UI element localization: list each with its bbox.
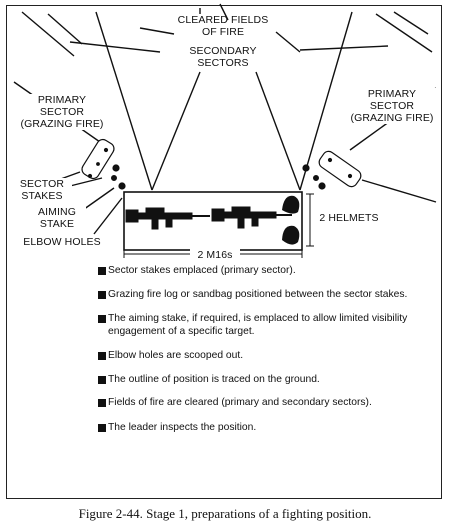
steps-list: Sector stakes emplaced (primary sector).… <box>98 265 428 434</box>
helmet-top <box>282 195 300 214</box>
step-text: The aiming stake, if required, is emplac… <box>108 313 408 337</box>
cleared-field-line <box>21 11 75 57</box>
step-item: Sector stakes emplaced (primary sector). <box>98 265 428 278</box>
helmet-bottom <box>282 225 300 245</box>
bullet-square-icon <box>98 352 106 360</box>
right-secondary-sector-line <box>255 71 301 191</box>
left-sector-boundary-line <box>95 11 153 191</box>
m16-rifle-right <box>211 206 292 229</box>
label-sector-stakes: SECTOR STAKES <box>12 178 72 202</box>
cleared-field-line <box>299 45 389 51</box>
label-cleared-fields-of-fire: CLEARED FIELDS OF FIRE <box>177 14 269 38</box>
m16-rifle-left <box>125 207 210 230</box>
bullet-square-icon <box>98 423 106 432</box>
right-primary-sector-line-lower <box>361 179 437 203</box>
step-text: Grazing fire log or sandbag positioned b… <box>108 288 408 300</box>
label-aiming-stake: AIMING STAKE <box>28 206 86 230</box>
figure-caption: Figure 2-44. Stage 1, preparations of a … <box>78 506 372 521</box>
step-item: The outline of position is traced on the… <box>98 374 428 387</box>
cleared-field-line <box>375 13 433 53</box>
bullet-square-icon <box>98 267 106 275</box>
figure-frame <box>6 5 442 499</box>
bullet-square-icon <box>98 315 106 323</box>
elbow-holes-leader-line <box>93 197 123 235</box>
step-item: The leader inspects the position. <box>98 422 428 435</box>
step-text: Fields of fire are cleared (primary and … <box>108 397 372 408</box>
bullet-square-icon <box>98 375 106 384</box>
cleared-field-line <box>69 41 161 53</box>
cleared-field-line <box>139 27 175 35</box>
step-item: Grazing fire log or sandbag positioned b… <box>98 289 428 302</box>
right-grazing-fire-log <box>302 150 362 190</box>
label-primary-sector-right: PRIMARY SECTOR (GRAZING FIRE) <box>344 88 440 124</box>
step-item: Elbow holes are scooped out. <box>98 350 428 363</box>
step-text: Sector stakes emplaced (primary sector). <box>108 265 296 276</box>
cleared-field-line <box>393 11 429 35</box>
left-grazing-fire-log <box>81 138 126 190</box>
sector-stakes-leader-line <box>69 177 103 187</box>
label-primary-sector-left: PRIMARY SECTOR (GRAZING FIRE) <box>14 94 110 130</box>
cleared-field-line <box>275 31 301 53</box>
right-sector-boundary-line <box>299 11 353 191</box>
step-text: The leader inspects the position. <box>108 421 257 433</box>
step-text: Elbow holes are scooped out. <box>108 350 244 361</box>
step-item: The aiming stake, if required, is emplac… <box>98 313 428 338</box>
cleared-field-line <box>47 13 83 45</box>
bullet-square-icon <box>98 290 106 299</box>
bullet-square-icon <box>98 399 106 407</box>
label-two-m16s: 2 M16s <box>190 249 240 261</box>
helmets-dimension <box>306 193 314 247</box>
label-elbow-holes: ELBOW HOLES <box>20 236 104 248</box>
label-secondary-sectors: SECONDARY SECTORS <box>168 45 278 69</box>
step-item: Fields of fire are cleared (primary and … <box>98 397 428 410</box>
cleared-field-line <box>219 3 229 21</box>
left-secondary-sector-line <box>151 71 201 191</box>
label-two-helmets: 2 HELMETS <box>319 212 379 224</box>
fighting-position-diagram <box>13 3 437 258</box>
step-text: The outline of position is traced on the… <box>108 373 320 385</box>
